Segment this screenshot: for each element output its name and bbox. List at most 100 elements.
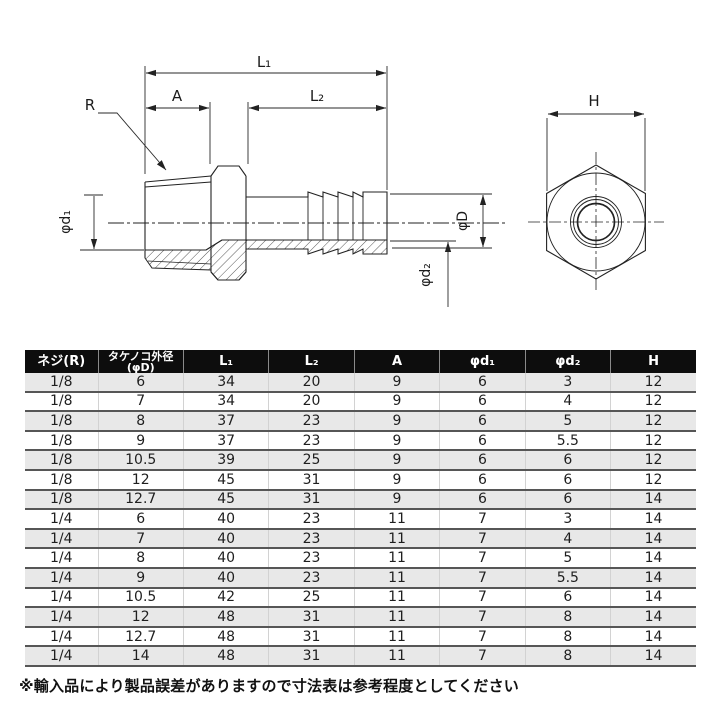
- table-cell: 40: [182, 528, 269, 549]
- column-header: ネジ(R): [25, 350, 98, 373]
- table-cell: 14: [97, 646, 184, 666]
- table-cell: 12: [610, 450, 696, 470]
- column-header: H: [610, 350, 696, 373]
- table-cell: 14: [610, 489, 696, 510]
- table-cell: 7: [439, 626, 526, 647]
- table-cell: 7: [97, 391, 184, 412]
- table-cell: 48: [182, 646, 269, 666]
- table-cell: 6: [97, 373, 184, 392]
- table-cell: 6: [439, 489, 526, 510]
- table-cell: 7: [97, 528, 184, 549]
- table-cell: 23: [268, 548, 355, 568]
- table-cell: 1/4: [49, 589, 73, 606]
- barb-serration-faces: [307, 194, 364, 240]
- table-cell: 12.7: [97, 626, 184, 647]
- table-cell: 6: [439, 450, 526, 470]
- column-header: A: [353, 350, 440, 373]
- table-cell: 5.5: [524, 430, 611, 451]
- table-cell: 14: [610, 607, 696, 627]
- table-cell: 6: [439, 411, 526, 431]
- table-cell: 23: [268, 567, 355, 588]
- table-cell: 6: [439, 430, 526, 451]
- column-header: L₁: [182, 350, 269, 373]
- table-cell: 7: [439, 646, 526, 666]
- table-cell: 9: [353, 373, 440, 392]
- dimension-lines: [80, 66, 646, 307]
- label-phi-d2: φd₂: [418, 263, 434, 287]
- table-cell: 11: [353, 548, 440, 568]
- table-cell: 1/8: [49, 373, 73, 390]
- table-cell: 1/8: [49, 393, 73, 410]
- table-cell: 34: [182, 391, 269, 412]
- table-cell: 9: [353, 450, 440, 470]
- label-L1: L₁: [257, 53, 271, 71]
- fitting-technical-drawing: L₁ A L₂ R H φd₁ φD φd₂: [58, 53, 664, 307]
- table-cell: 14: [610, 509, 696, 529]
- thread-chamfer-circle-inner: [573, 199, 619, 245]
- hexagon: [546, 164, 646, 280]
- table-cell: 23: [268, 411, 355, 431]
- column-header: L₂: [268, 350, 355, 373]
- table-cell: 11: [353, 528, 440, 549]
- table-cell: 14: [610, 567, 696, 588]
- label-A: A: [172, 87, 183, 105]
- table-cell: 9: [353, 430, 440, 451]
- table-cell: 1/4: [49, 550, 73, 567]
- side-view: [108, 165, 508, 281]
- table-cell: 23: [268, 509, 355, 529]
- column-header: φd₂: [524, 350, 611, 373]
- table-cell: 8: [524, 646, 611, 666]
- table-cell: 8: [524, 607, 611, 627]
- table-cell: 6: [524, 469, 611, 490]
- table-cell: 1/4: [49, 530, 73, 547]
- table-cell: 12: [97, 607, 184, 627]
- label-L2: L₂: [310, 87, 324, 105]
- table-cell: 12: [610, 469, 696, 490]
- table-cell: 48: [182, 607, 269, 627]
- table-cell: 14: [610, 646, 696, 666]
- table-cell: 37: [182, 430, 269, 451]
- table-cell: 1/4: [49, 608, 73, 625]
- table-cell: 14: [610, 626, 696, 647]
- thread-root-bottom: [147, 260, 212, 265]
- table-cell: 1/4: [49, 648, 73, 665]
- table-cell: 20: [268, 391, 355, 412]
- table-cell: 7: [439, 607, 526, 627]
- table-cell: 12: [610, 391, 696, 412]
- table-cell: 14: [610, 548, 696, 568]
- table-cell: 1/8: [49, 452, 73, 469]
- table-cell: 25: [268, 450, 355, 470]
- label-phi-d1: φd₁: [58, 210, 74, 234]
- table-cell: 8: [97, 411, 184, 431]
- table-cell: 11: [353, 587, 440, 608]
- label-R: R: [85, 96, 95, 114]
- end-view: [528, 152, 664, 293]
- table-cell: 9: [353, 391, 440, 412]
- table-cell: 31: [268, 607, 355, 627]
- table-cell: 39: [182, 450, 269, 470]
- table-cell: 20: [268, 373, 355, 392]
- table-cell: 3: [524, 373, 611, 392]
- table-cell: 7: [439, 528, 526, 549]
- table-cell: 45: [182, 469, 269, 490]
- table-cell: 14: [610, 587, 696, 608]
- table-cell: 1/4: [49, 510, 73, 527]
- table-cell: 6: [97, 509, 184, 529]
- table-cell: 14: [610, 528, 696, 549]
- table-cell: 6: [439, 391, 526, 412]
- thread-outline: [144, 175, 212, 258]
- table-cell: 1/4: [49, 628, 73, 645]
- table-cell: 11: [353, 567, 440, 588]
